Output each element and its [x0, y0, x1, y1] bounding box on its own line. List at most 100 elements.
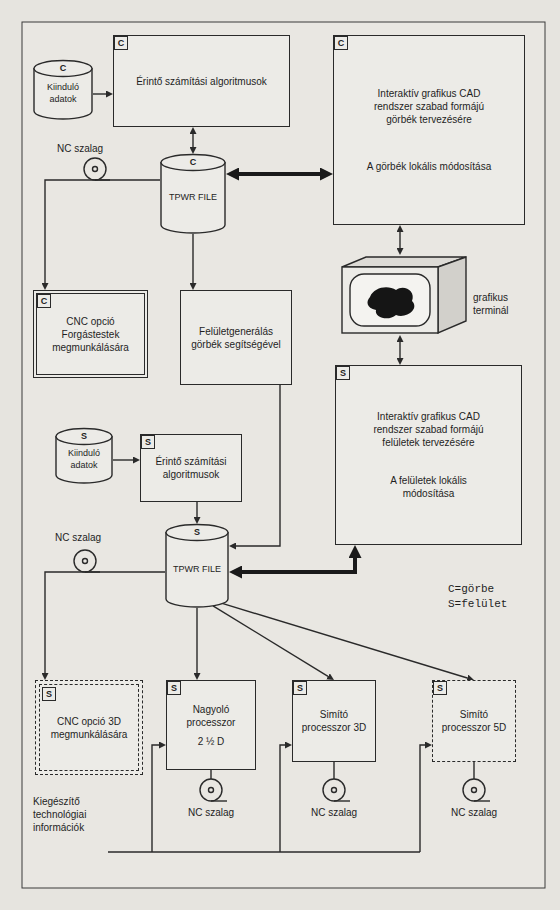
- node-text: A felületek lokális módosítása: [366, 474, 491, 500]
- process-box: Érintő számítási algoritmusok C: [113, 35, 290, 127]
- supply-line: [152, 745, 159, 852]
- node-text: A görbék lokális módosítása: [367, 160, 492, 173]
- type-letter: C: [60, 60, 67, 77]
- type-letter: S: [81, 428, 87, 445]
- process-box: Érintő számítási algoritmusok S: [140, 434, 242, 502]
- tape-reel: [74, 550, 100, 572]
- tag-box: C: [334, 36, 348, 50]
- type-letter: S: [46, 688, 52, 700]
- process-box: Simító processzor 3D S: [292, 680, 376, 762]
- data-exchange-arrow: [239, 172, 320, 176]
- process-box: Nagyoló processzor 2 ½ D S: [166, 680, 256, 770]
- type-letter: C: [190, 154, 197, 171]
- node-text: Felületgenerálás görbék segítségével: [187, 325, 285, 351]
- connector: [45, 572, 165, 673]
- node-text: Kiinduló adatok: [57, 445, 111, 475]
- connector: [113, 459, 133, 460]
- process-box: Felületgenerálás görbék segítségével: [180, 290, 292, 385]
- node-text: TPWR FILE: [173, 541, 221, 599]
- connector: [213, 606, 328, 676]
- connector: [223, 604, 467, 678]
- terminal-side: [438, 257, 466, 333]
- annotation-label: Kiegészítő technológiai információk: [33, 795, 105, 834]
- tag-box: S: [141, 435, 155, 449]
- node-text: Interaktív grafikus CAD rendszer szabad …: [366, 410, 491, 449]
- node-text: Érintő számítási algoritmusok: [149, 455, 233, 481]
- connector: [45, 180, 160, 283]
- tag-box: S: [433, 681, 447, 695]
- supply-lines: [108, 745, 425, 852]
- data-cylinder: SKiinduló adatok: [55, 428, 113, 484]
- supply-line: [108, 851, 420, 852]
- connector: [196, 502, 197, 517]
- tag-box: S: [167, 681, 181, 695]
- process-box: Interaktív grafikus CAD rendszer szabad …: [335, 365, 522, 545]
- legend-note: C=görbe: [448, 582, 533, 596]
- outer-frame: [22, 22, 545, 888]
- cylinder-body: [166, 532, 228, 607]
- type-letter: C: [118, 37, 125, 49]
- connector: [192, 234, 193, 283]
- data-cylinder: CKiinduló adatok: [33, 60, 93, 120]
- annotation-label: NC szalag: [303, 806, 365, 819]
- process-box: CNC opció Forgástestek megmunkálására C: [33, 290, 148, 378]
- cylinder-top: [34, 61, 92, 77]
- tag-box: C: [37, 294, 51, 308]
- tag-box: C: [114, 36, 128, 50]
- process-box: Interaktív grafikus CAD rendszer szabad …: [333, 35, 525, 225]
- type-letter: S: [145, 436, 151, 448]
- cylinder-top: [161, 155, 225, 171]
- tag-box: S: [293, 681, 307, 695]
- type-letter: S: [340, 367, 346, 379]
- annotation-label: NC szalag: [180, 806, 242, 819]
- terminal-front: [342, 267, 438, 333]
- connector: [399, 342, 400, 358]
- type-letter: S: [437, 682, 443, 694]
- type-letter: S: [194, 524, 200, 541]
- type-letter: C: [338, 37, 345, 49]
- process-box: CNC opció 3D megmunkálására S: [35, 680, 143, 775]
- node-text: TPWR FILE: [169, 171, 217, 225]
- tag-box: S: [336, 366, 350, 380]
- node-text: Érintő számítási algoritmusok: [136, 75, 267, 88]
- connector: [399, 232, 400, 248]
- tape-reel: [463, 762, 490, 801]
- node-text: 2 ½ D: [198, 735, 225, 748]
- cylinder-body: [161, 162, 225, 233]
- node-text: CNC opció Forgástestek megmunkálására: [45, 315, 136, 354]
- tape-reel: [200, 770, 227, 801]
- connector: [93, 93, 106, 94]
- annotation-label: NC szalag: [49, 142, 111, 155]
- annotation-label: NC szalag: [443, 806, 505, 819]
- legend-note: S=felület: [448, 597, 533, 611]
- data-exchange-arrow: [242, 558, 355, 572]
- tape-reel: [323, 762, 350, 801]
- connector: [196, 608, 197, 673]
- process-box: Simító processzor 5D S: [432, 680, 516, 762]
- type-letter: S: [297, 682, 303, 694]
- supply-line: [420, 745, 425, 852]
- node-text: CNC opció 3D megmunkálására: [44, 715, 134, 741]
- supply-line: [280, 745, 285, 852]
- annotation-label: NC szalag: [47, 531, 109, 544]
- node-text: Kiinduló adatok: [35, 77, 91, 111]
- cylinder-top: [166, 525, 228, 541]
- graphic-terminal: grafikus terminál: [340, 255, 468, 335]
- node-text: Nagyoló processzor: [175, 703, 247, 729]
- node-text: Interaktív grafikus CAD rendszer szabad …: [367, 87, 492, 126]
- connector: [192, 134, 193, 147]
- terminal-label: grafikus terminál: [473, 291, 529, 317]
- node-text: Simító processzor 3D: [301, 708, 367, 734]
- screen-figure: [368, 287, 415, 318]
- connector: [236, 385, 280, 546]
- node-text: Simító processzor 5D: [441, 708, 507, 734]
- tag-box: S: [42, 687, 56, 701]
- terminal-screen: [350, 274, 430, 326]
- tape-reel: [84, 158, 110, 180]
- data-cylinder: CTPWR FILE: [160, 154, 226, 234]
- cylinder-top: [56, 429, 112, 445]
- data-cylinder: STPWR FILE: [165, 524, 229, 608]
- terminal-outline: [340, 255, 468, 335]
- type-letter: C: [41, 295, 48, 307]
- type-letter: S: [171, 682, 177, 694]
